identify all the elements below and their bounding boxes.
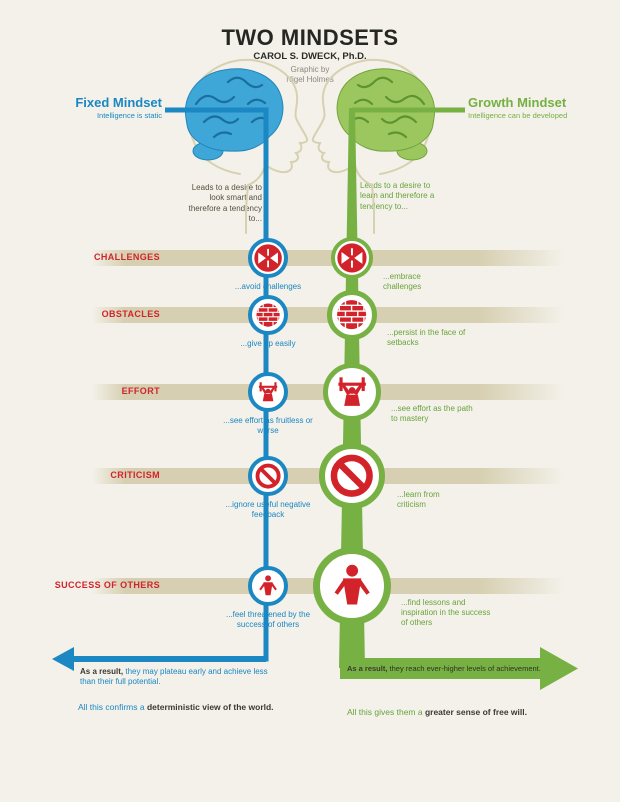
growth-result-lead: As a result, [347, 664, 388, 673]
fixed-result-lead: As a result, [80, 667, 124, 676]
fixed-caption-obstacles: ...give up easily [240, 339, 296, 348]
fixed-caption-effort: ...see effort as fruitless or worse [223, 416, 313, 435]
page-title: TWO MINDSETS [221, 25, 399, 50]
fixed-criticism-badge [248, 456, 288, 496]
growth-criticism-badge [319, 443, 385, 509]
growth-mindset-subtitle: Intelligence can be developed [468, 110, 568, 120]
row-band-challenges [92, 250, 564, 266]
graphic-credit: Graphic by Nigel Holmes [0, 65, 620, 85]
winner-figure-icon [254, 572, 282, 600]
growth-desire-text: Leads to a desire to learn and therefore… [360, 181, 435, 211]
no-entry-icon [254, 462, 282, 490]
credit-line-1: Graphic by [290, 65, 330, 74]
growth-challenges-badge [331, 237, 373, 279]
author-line: CAROL S. DWECK, Ph.D. [253, 51, 367, 62]
brick-wall-icon [334, 297, 369, 332]
fixed-caption-success: ...feel threatened by the success of oth… [225, 610, 311, 629]
fixed-result-rest: they may plateau early and achieve less … [80, 667, 268, 687]
fixed-success-badge [248, 566, 288, 606]
credit-line-2: Nigel Holmes [286, 75, 334, 84]
growth-conclusion-bold: greater sense of free will. [424, 707, 527, 717]
category-obstacles: OBSTACLES [101, 309, 160, 319]
growth-success-badge [313, 547, 391, 625]
fixed-caption-criticism: ...ignore useful negative feedback [225, 500, 311, 519]
growth-caption-success: ...find lessons and inspiration in the s… [401, 598, 491, 627]
fixed-obstacles-badge [248, 295, 288, 335]
fixed-mindset-title: Fixed Mindset [75, 95, 162, 110]
colliding-arrows-icon [337, 243, 367, 273]
growth-result-text: As a result, they reach ever-higher leve… [347, 664, 575, 674]
fixed-mindset-subtitle: Intelligence is static [96, 110, 162, 120]
growth-caption-obstacles: ...persist in the face of setbacks [387, 328, 466, 347]
fixed-effort-badge [248, 372, 288, 412]
growth-caption-challenges: ...embrace challenges [383, 272, 422, 291]
growth-conclusion-pre: All this gives them a [347, 707, 425, 717]
growth-mindset-label: Growth Mindset Intelligence can be devel… [468, 96, 618, 120]
fixed-caption-challenges: ...avoid challenges [234, 282, 302, 291]
growth-mindset-title: Growth Mindset [468, 95, 567, 110]
growth-conclusion-text: All this gives them a greater sense of f… [347, 707, 527, 717]
weightlifter-icon [254, 378, 282, 406]
fixed-conclusion-pre: All this confirms a [78, 702, 147, 712]
category-criticism: CRITICISM [110, 470, 160, 480]
category-success-of-others: SUCCESS OF OTHERS [54, 580, 160, 590]
fixed-conclusion-bold: deterministic view of the world. [146, 702, 274, 712]
winner-figure-icon [324, 558, 380, 614]
category-effort: EFFORT [121, 386, 160, 396]
colliding-arrows-icon [254, 244, 282, 272]
fixed-mindset-label: Fixed Mindset Intelligence is static [18, 96, 162, 120]
fixed-conclusion-text: All this confirms a deterministic view o… [78, 702, 274, 712]
fixed-result-arrowhead [52, 647, 74, 671]
growth-caption-effort: ...see effort as the path to mastery [391, 404, 473, 423]
growth-effort-badge [323, 363, 381, 421]
fixed-desire-text: Leads to a desire to look smart and ther… [188, 183, 262, 224]
growth-caption-criticism: ...learn from criticism [397, 490, 440, 509]
brick-wall-icon [254, 301, 282, 329]
category-challenges: CHALLENGES [93, 252, 160, 262]
fixed-challenges-badge [248, 238, 288, 278]
growth-obstacles-badge [327, 290, 377, 340]
no-entry-icon [328, 452, 376, 500]
growth-result-rest: they reach ever-higher levels of achieve… [387, 664, 541, 673]
weightlifter-icon [331, 371, 373, 413]
fixed-result-text: As a result, they may plateau early and … [80, 667, 276, 688]
